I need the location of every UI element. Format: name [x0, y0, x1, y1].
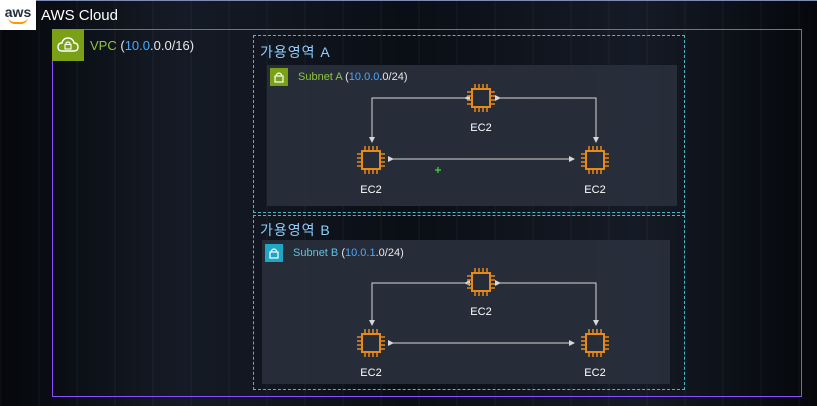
ec2-chip-icon: [357, 329, 385, 357]
ec2-chip-icon: [467, 268, 495, 296]
subnet-a-cidr-open: (: [345, 71, 349, 83]
subnet-b-lock-icon: [265, 244, 283, 262]
ec2-chip-icon: [467, 84, 495, 112]
availability-zone-b: [253, 215, 685, 390]
link-b-top-to-left: [369, 280, 470, 326]
aws-cloud-title: AWS Cloud: [41, 6, 118, 24]
ec2-label: EC2: [360, 367, 382, 379]
subnet-a-cidr-suffix: .0/24: [379, 71, 404, 83]
az-b-label: 가용영역 B: [260, 222, 331, 238]
subnet-a-cidr-prefix: 10.0.0: [348, 71, 380, 83]
subnet-b-cidr-prefix: 10.0.1: [345, 247, 376, 259]
ec2-chip-icon: [357, 146, 385, 174]
aws-logo-text: aws: [4, 4, 32, 20]
vpc-cidr-close: ): [189, 38, 195, 53]
top-border-line: [0, 0, 817, 1]
subnet-b-cidr-open: (: [341, 247, 345, 259]
subnet-b-cidr-close: ): [400, 247, 404, 259]
vpc-label: VPC (10.0.0.0/16): [90, 38, 194, 53]
ec2-chip-icon: [581, 329, 609, 357]
ec2-label: EC2: [584, 184, 606, 196]
ec2-label: EC2: [584, 367, 606, 379]
availability-zone-a: [253, 35, 685, 213]
ec2-label: EC2: [360, 184, 382, 196]
subnet-b-label: Subnet B (10.0.1.0/24): [293, 247, 404, 259]
ec2-label: EC2: [470, 306, 492, 318]
vpc-boundary: [52, 29, 802, 397]
link-b-top-to-right: [495, 280, 599, 326]
subnet-a-name: Subnet A: [298, 71, 343, 83]
subnet-a-cidr-close: ): [403, 71, 408, 83]
aws-logo: aws: [0, 0, 36, 30]
subnet-a-label: Subnet A (10.0.0.0/24): [298, 71, 408, 83]
link-a-top-to-right: [495, 95, 599, 143]
link-a-top-to-left: [369, 95, 470, 143]
aws-cloud-header: aws AWS Cloud: [0, 0, 118, 30]
vpc-cidr-prefix: 10.0: [124, 38, 151, 53]
ec2-label: EC2: [470, 122, 492, 134]
az-a-label: 가용영역 A: [260, 44, 331, 60]
aws-smile-icon: [8, 17, 28, 24]
vpc-cloud-lock-icon: [52, 29, 84, 61]
vpc-name: VPC: [90, 38, 117, 53]
subnet-b-name: Subnet B: [293, 247, 339, 259]
cursor-crosshair-icon: [435, 167, 441, 173]
vpc-cidr-open: (: [120, 38, 125, 53]
ec2-chip-icon: [581, 146, 609, 174]
subnet-a-lock-icon: [270, 68, 288, 86]
vpc-cidr-suffix: .0.0/16: [150, 38, 190, 53]
subnet-b-cidr-suffix: .0/24: [375, 247, 401, 259]
